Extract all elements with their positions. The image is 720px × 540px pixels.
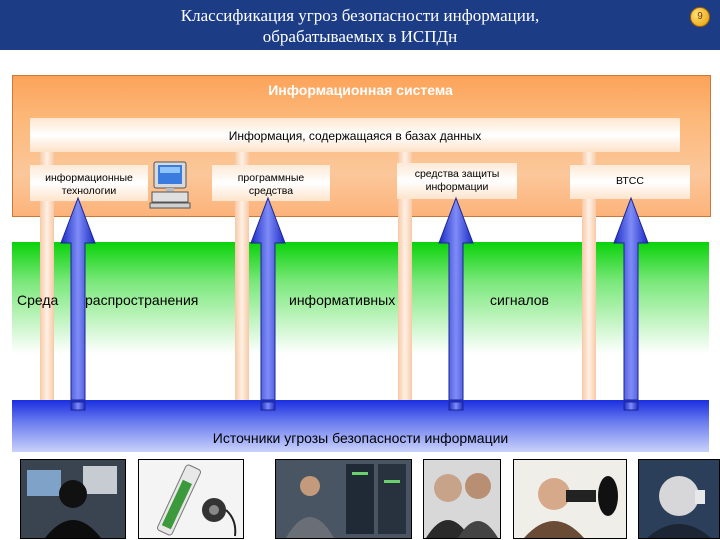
box-label: технологии xyxy=(61,185,117,197)
slide-title-line1: Классификация угроз безопасности информа… xyxy=(180,6,540,25)
header-bar xyxy=(0,0,720,50)
box-vtss: ВТСС xyxy=(570,165,690,199)
threat-sources-title: Источники угрозы безопасности информации xyxy=(212,430,509,446)
box-label: информации xyxy=(425,181,489,193)
box-label: информационные xyxy=(45,172,133,184)
arrow-1 xyxy=(60,196,96,411)
propagation-word-1: Среда xyxy=(17,292,59,308)
threat-sources-band xyxy=(12,400,709,452)
photo-usb-flash-drive xyxy=(138,459,244,539)
arrow-2 xyxy=(250,196,286,411)
slide-title-line2: обрабатываемых в ИСПДн xyxy=(262,27,458,46)
photo-person-at-computer xyxy=(20,459,126,539)
photo-parabolic-microphone-user xyxy=(513,459,627,539)
box-information-technologies: информационные технологии xyxy=(30,165,148,201)
information-system-title: Информационная система xyxy=(268,82,453,98)
box-protection-means: средства защиты информации xyxy=(397,163,517,199)
photo-phone-eavesdropper xyxy=(423,459,501,539)
pillar-1 xyxy=(40,150,54,400)
propagation-word-3: информативных xyxy=(289,292,396,308)
database-band xyxy=(30,118,680,152)
box-software: программные средства xyxy=(212,165,330,201)
propagation-word-2: распространения xyxy=(85,292,199,308)
box-label: ВТСС xyxy=(616,175,644,187)
box-label: программные xyxy=(237,172,305,184)
photo-person-listening xyxy=(638,459,720,539)
propagation-word-4: сигналов xyxy=(490,292,549,308)
pillar-4 xyxy=(582,150,596,400)
arrow-3 xyxy=(438,196,474,411)
pillar-3 xyxy=(398,150,412,400)
arrow-4 xyxy=(613,196,649,411)
box-label: средства xyxy=(248,185,294,197)
slide-title: Классификация угроз безопасности информа… xyxy=(100,5,620,47)
box-label: средства защиты xyxy=(414,168,500,180)
photo-server-room-operator xyxy=(275,459,412,539)
page-number-badge: 9 xyxy=(690,7,710,27)
pillar-2 xyxy=(235,150,249,400)
computer-icon xyxy=(148,160,192,210)
database-band-label: Информация, содержащаяся в базах данных xyxy=(228,129,482,143)
